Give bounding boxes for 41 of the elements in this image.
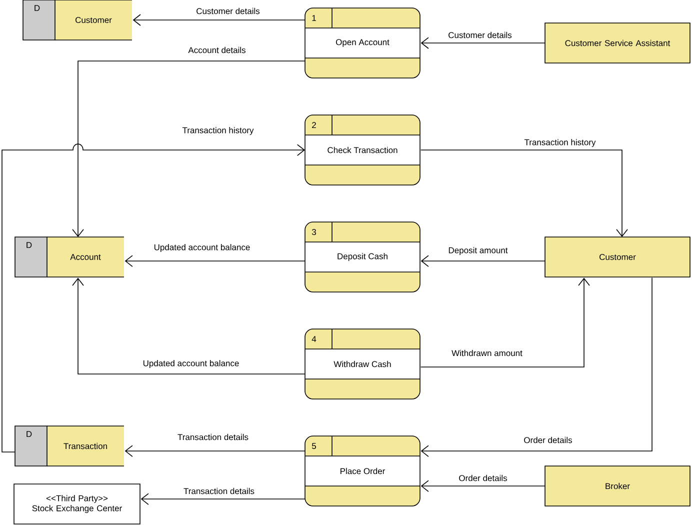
arrow bbox=[420, 150, 628, 237]
arrow bbox=[2, 144, 305, 452]
data-store: D Transaction bbox=[14, 426, 124, 466]
process-box: 1 Open Account bbox=[304, 8, 420, 78]
data-store: D Account bbox=[14, 236, 124, 278]
arrow bbox=[420, 37, 546, 49]
arrow bbox=[420, 278, 590, 368]
arrow bbox=[72, 278, 306, 374]
edge-label: Order details bbox=[458, 474, 508, 482]
process-box: 4 Withdraw Cash bbox=[304, 328, 420, 400]
external-entity-box: Broker bbox=[544, 466, 690, 506]
arrow bbox=[132, 14, 306, 26]
arrow bbox=[140, 493, 306, 505]
data-store: D Customer bbox=[22, 0, 132, 40]
arrow bbox=[420, 480, 546, 492]
process-box: 3 Deposit Cash bbox=[304, 222, 420, 292]
arrow bbox=[124, 255, 306, 267]
external-entity-box: Customer Service Assistant bbox=[544, 22, 690, 64]
process-box: 2 Check Transaction bbox=[304, 114, 420, 186]
external-entity-box: Customer bbox=[544, 236, 690, 278]
node-label: D bbox=[34, 5, 40, 11]
edge-label: Updated account balance bbox=[152, 243, 252, 253]
edge-label: Customer details bbox=[195, 6, 261, 16]
process-box: 5 Place Order bbox=[304, 436, 420, 506]
edge-label: Updated account balance bbox=[142, 359, 240, 369]
edge-label: Transaction details bbox=[176, 432, 250, 442]
node-label: D bbox=[26, 431, 32, 437]
edge-label: Transaction history bbox=[523, 138, 597, 148]
arrow bbox=[124, 445, 306, 457]
external-entity-box: <<Third Party>> Stock Exchange Center bbox=[14, 484, 140, 524]
edge-label: Transaction details bbox=[182, 486, 256, 496]
edge-label: Customer details bbox=[447, 30, 513, 40]
arrow bbox=[420, 255, 546, 267]
edge-label: Transaction history bbox=[181, 126, 255, 136]
edge-label: Deposit amount bbox=[447, 246, 509, 256]
edge-label: Withdrawn amount bbox=[450, 348, 524, 358]
edge-label: Account details bbox=[187, 46, 247, 54]
arrow bbox=[72, 60, 306, 237]
node-label: D bbox=[26, 242, 32, 248]
edge-label: Order details bbox=[522, 436, 574, 444]
arrow bbox=[420, 277, 652, 457]
